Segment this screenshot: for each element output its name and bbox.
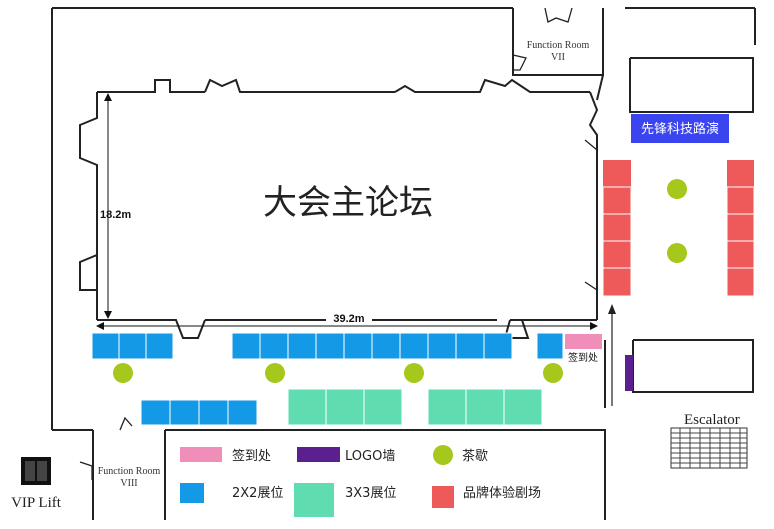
legend-checkin-swatch [180,447,222,462]
legend-booth-3x3-swatch [294,483,334,517]
vip-lift-label: VIP Lift [11,495,62,511]
legend-logo-wall-swatch [297,447,340,462]
legend-logo-wall-label: LOGO墙 [345,449,395,464]
function-room-vii-line2: VII [551,52,565,63]
escalator-icon [670,427,748,469]
hall-title: 大会主论坛 [263,183,433,223]
stage-label: 先锋科技路演 [641,121,719,137]
height-label: 18.2m [100,209,131,221]
legend-booth-2x2-label: 2X2展位 [232,486,283,501]
dimension-width: 39.2m [96,313,598,330]
function-room-viii-line1: Function Room [98,466,161,477]
elevator-icon [21,457,51,485]
dimension-height: 18.2m [100,93,131,319]
brand-theater-left [602,160,632,297]
brand-theater-right [726,160,755,297]
outer-walls [51,7,756,520]
width-label: 39.2m [333,313,364,325]
legend-tea-swatch [433,445,453,465]
booth-row-bottom-2x2 [140,399,258,426]
tea-break-marker [667,243,687,263]
legend-booth-3x3-label: 3X3展位 [345,486,396,501]
function-room-vii-line1: Function Room [527,40,590,51]
tea-break-marker [667,179,687,199]
legend-checkin-label: 签到处 [232,448,271,464]
legend-brand-theater-label: 品牌体验剧场 [463,485,541,501]
checkin-desk-label: 签到处 [568,351,598,364]
booth-row-bottom-3x3 [287,388,543,426]
tea-break-marker [113,363,133,383]
tea-break-marker [404,363,424,383]
function-room-viii-line2: VIII [120,478,137,489]
legend: 签到处 LOGO墙 茶歇 2X2展位 3X3展位 品牌体验剧场 [180,445,541,517]
escalator-label: Escalator [684,412,740,428]
function-room-vii: Function Room VII [512,7,604,76]
legend-tea-label: 茶歇 [462,448,488,464]
checkin-desk [565,334,602,349]
legend-booth-2x2-swatch [180,483,204,503]
tea-break-marker [265,363,285,383]
legend-brand-theater-swatch [432,486,454,508]
tea-break-marker [543,363,563,383]
booth-row-top [91,332,564,360]
logo-wall [625,355,633,391]
stage: 先锋科技路演 [631,114,729,143]
function-room-viii: Function Room VIII [79,416,166,520]
